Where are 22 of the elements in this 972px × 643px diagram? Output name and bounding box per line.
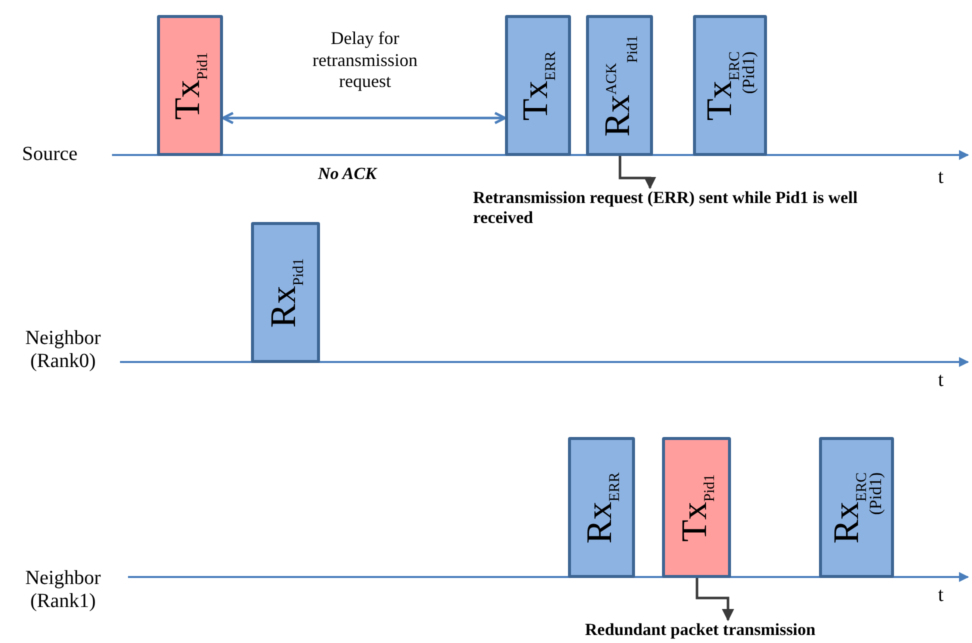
packet-box (505, 15, 571, 156)
arrow (618, 156, 656, 190)
packet-box (157, 15, 223, 156)
annotation-text: Redundant packet transmission (585, 620, 816, 639)
packet-box (662, 437, 731, 578)
packet-box (251, 222, 320, 363)
time-axis-label: t (938, 166, 944, 189)
time-axis-label: t (938, 369, 944, 392)
timeline-label: Neighbor (Rank0) (24, 327, 102, 373)
packet-box (586, 15, 653, 156)
arrow (222, 112, 506, 124)
note-text: No ACK (318, 164, 376, 184)
timeline-label: Source (22, 143, 78, 166)
packet-box (693, 15, 767, 156)
arrow (696, 578, 734, 622)
annotation-text: Retransmission request (ERR) sent while Pid1 is well received (473, 188, 858, 228)
packet-box (819, 437, 894, 578)
time-axis-label: t (938, 584, 944, 607)
packet-label: (Pid1) (739, 50, 760, 94)
timeline-label: Neighbor (Rank1) (24, 567, 102, 613)
packet-label: (Pid1) (866, 472, 886, 514)
packet-box (568, 437, 635, 578)
